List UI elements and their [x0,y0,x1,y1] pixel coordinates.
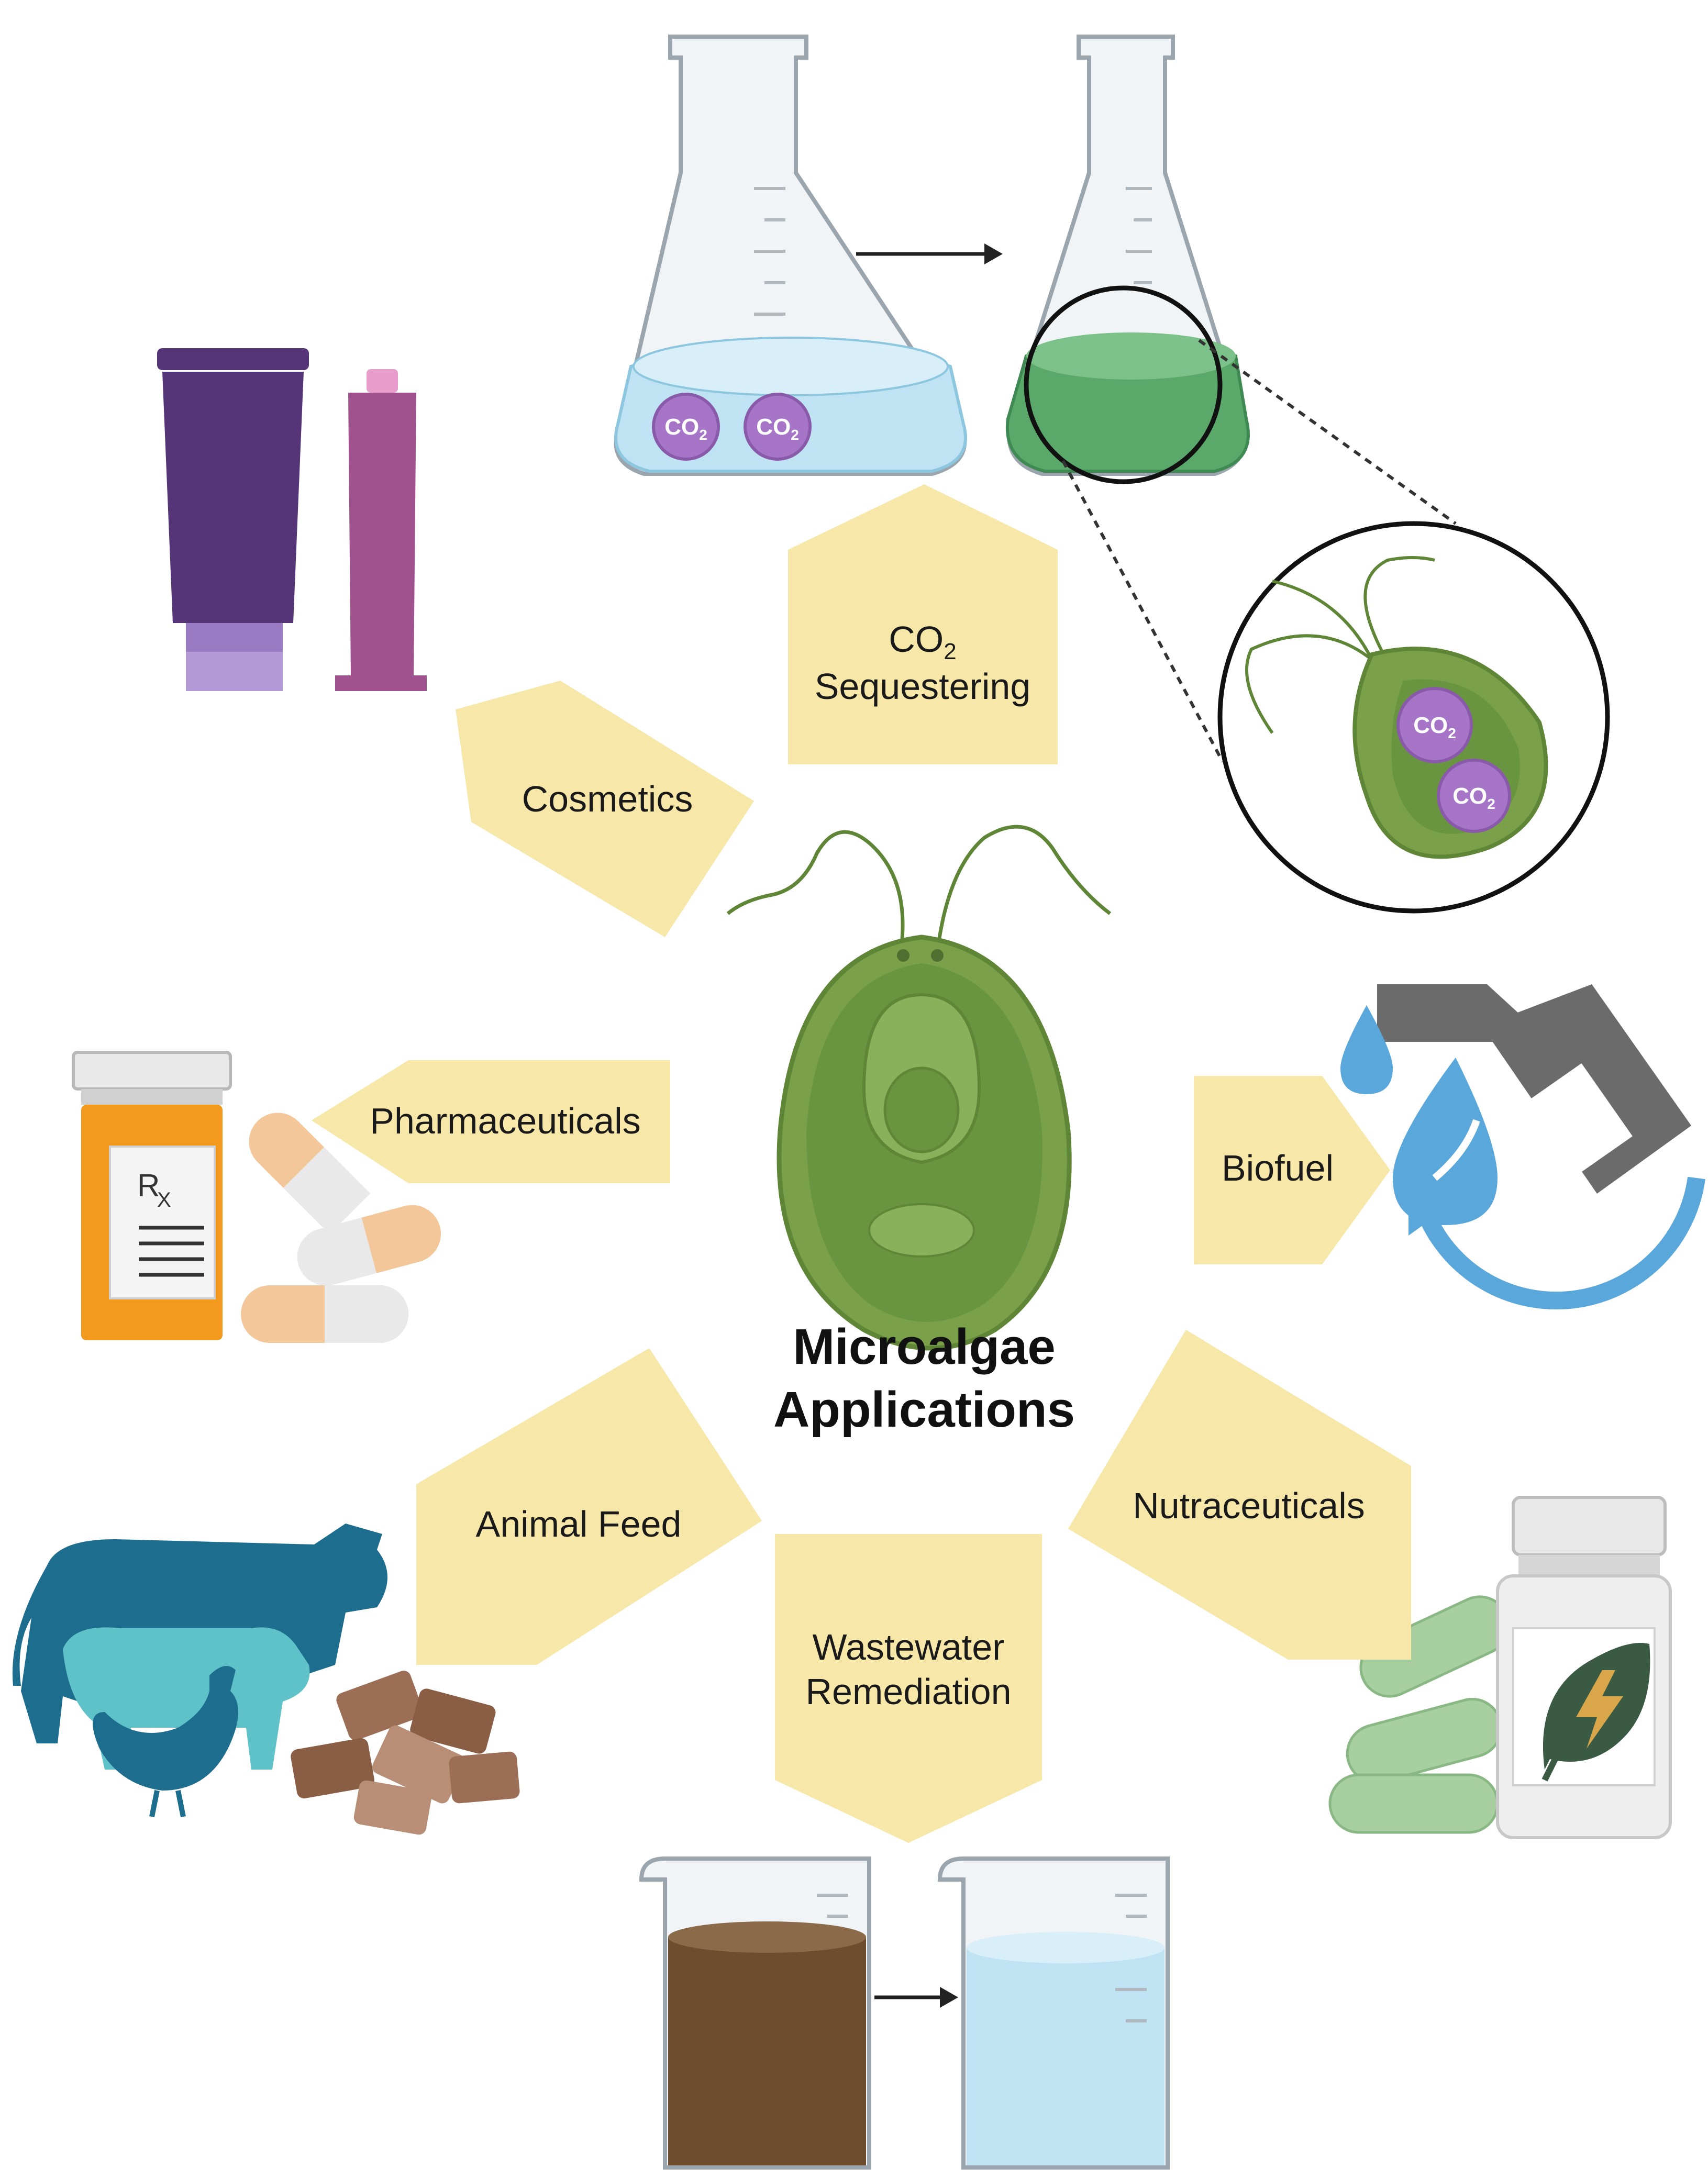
beaker-icon [639,1856,871,2170]
algae-cell-icon [726,825,1112,1351]
co2-text: CO [664,414,699,440]
beaker-arrow [874,1987,958,2008]
leaf-bolt-icon [1541,1643,1650,1782]
arrow-pharmaceuticals: Pharmaceuticals [312,1060,670,1183]
zoomed-algae-cell: CO2 CO2 [1217,521,1610,914]
biofuel-label: Biofuel [1222,1148,1334,1188]
svg-text:CO2: CO2 [756,414,799,443]
animal-feed-label: Animal Feed [476,1504,682,1544]
magnifier-circle [1024,285,1223,484]
wastewater-label-line1: Wastewater [813,1627,1005,1667]
svg-text:CO2: CO2 [1413,713,1456,741]
pill-bottle-icon: R X [72,1051,232,1340]
arrow-wastewater: Wastewater Remediation [775,1534,1042,1843]
feed-pellet-icon [291,1671,520,1835]
svg-text:CO2: CO2 [664,414,707,443]
capsule-icon [1328,1595,1510,1834]
arrow-co2-sequestering: CO2 Sequestering [788,484,1058,764]
cosmetics-label: Cosmetics [522,779,693,819]
nutraceuticals-label: Nutraceuticals [1133,1485,1365,1526]
svg-text:CO2: CO2 [1452,783,1495,812]
svg-text:CO2: CO2 [889,619,956,664]
co2-bubble-left-2: CO2 [744,393,812,461]
diagram-title-line2: Applications [773,1382,1075,1438]
co2-bubble-left-1: CO2 [652,393,720,461]
chicken-icon [93,1666,238,1817]
co2-text: CO [756,414,791,440]
arrow-biofuel: Biofuel [1194,1076,1390,1264]
flask-arrow [856,243,1003,264]
svg-text:X: X [157,1188,171,1211]
fuel-pump-icon [1377,984,1691,1194]
arrow-nutraceuticals: Nutraceuticals [1068,1330,1411,1660]
diagram-title-line1: Microalgae [793,1319,1056,1375]
pharmaceuticals-label: Pharmaceuticals [370,1100,640,1141]
capsule-icon [241,1113,441,1343]
co2-label-sequestering: Sequestering [815,666,1031,707]
erlenmeyer-flask-icon [1005,35,1250,484]
beaker-icon [937,1856,1170,2170]
water-drop-icon [1340,1005,1705,1310]
co2-label-co: CO [889,619,944,660]
rx-symbol: R [137,1168,160,1203]
arrow-animal-feed: Animal Feed [416,1348,762,1665]
zoom-lines [1061,339,1457,763]
cosmetic-tube-icon [157,348,427,691]
wastewater-label-line2: Remediation [806,1671,1012,1712]
arrow-cosmetics: Cosmetics [456,681,754,937]
